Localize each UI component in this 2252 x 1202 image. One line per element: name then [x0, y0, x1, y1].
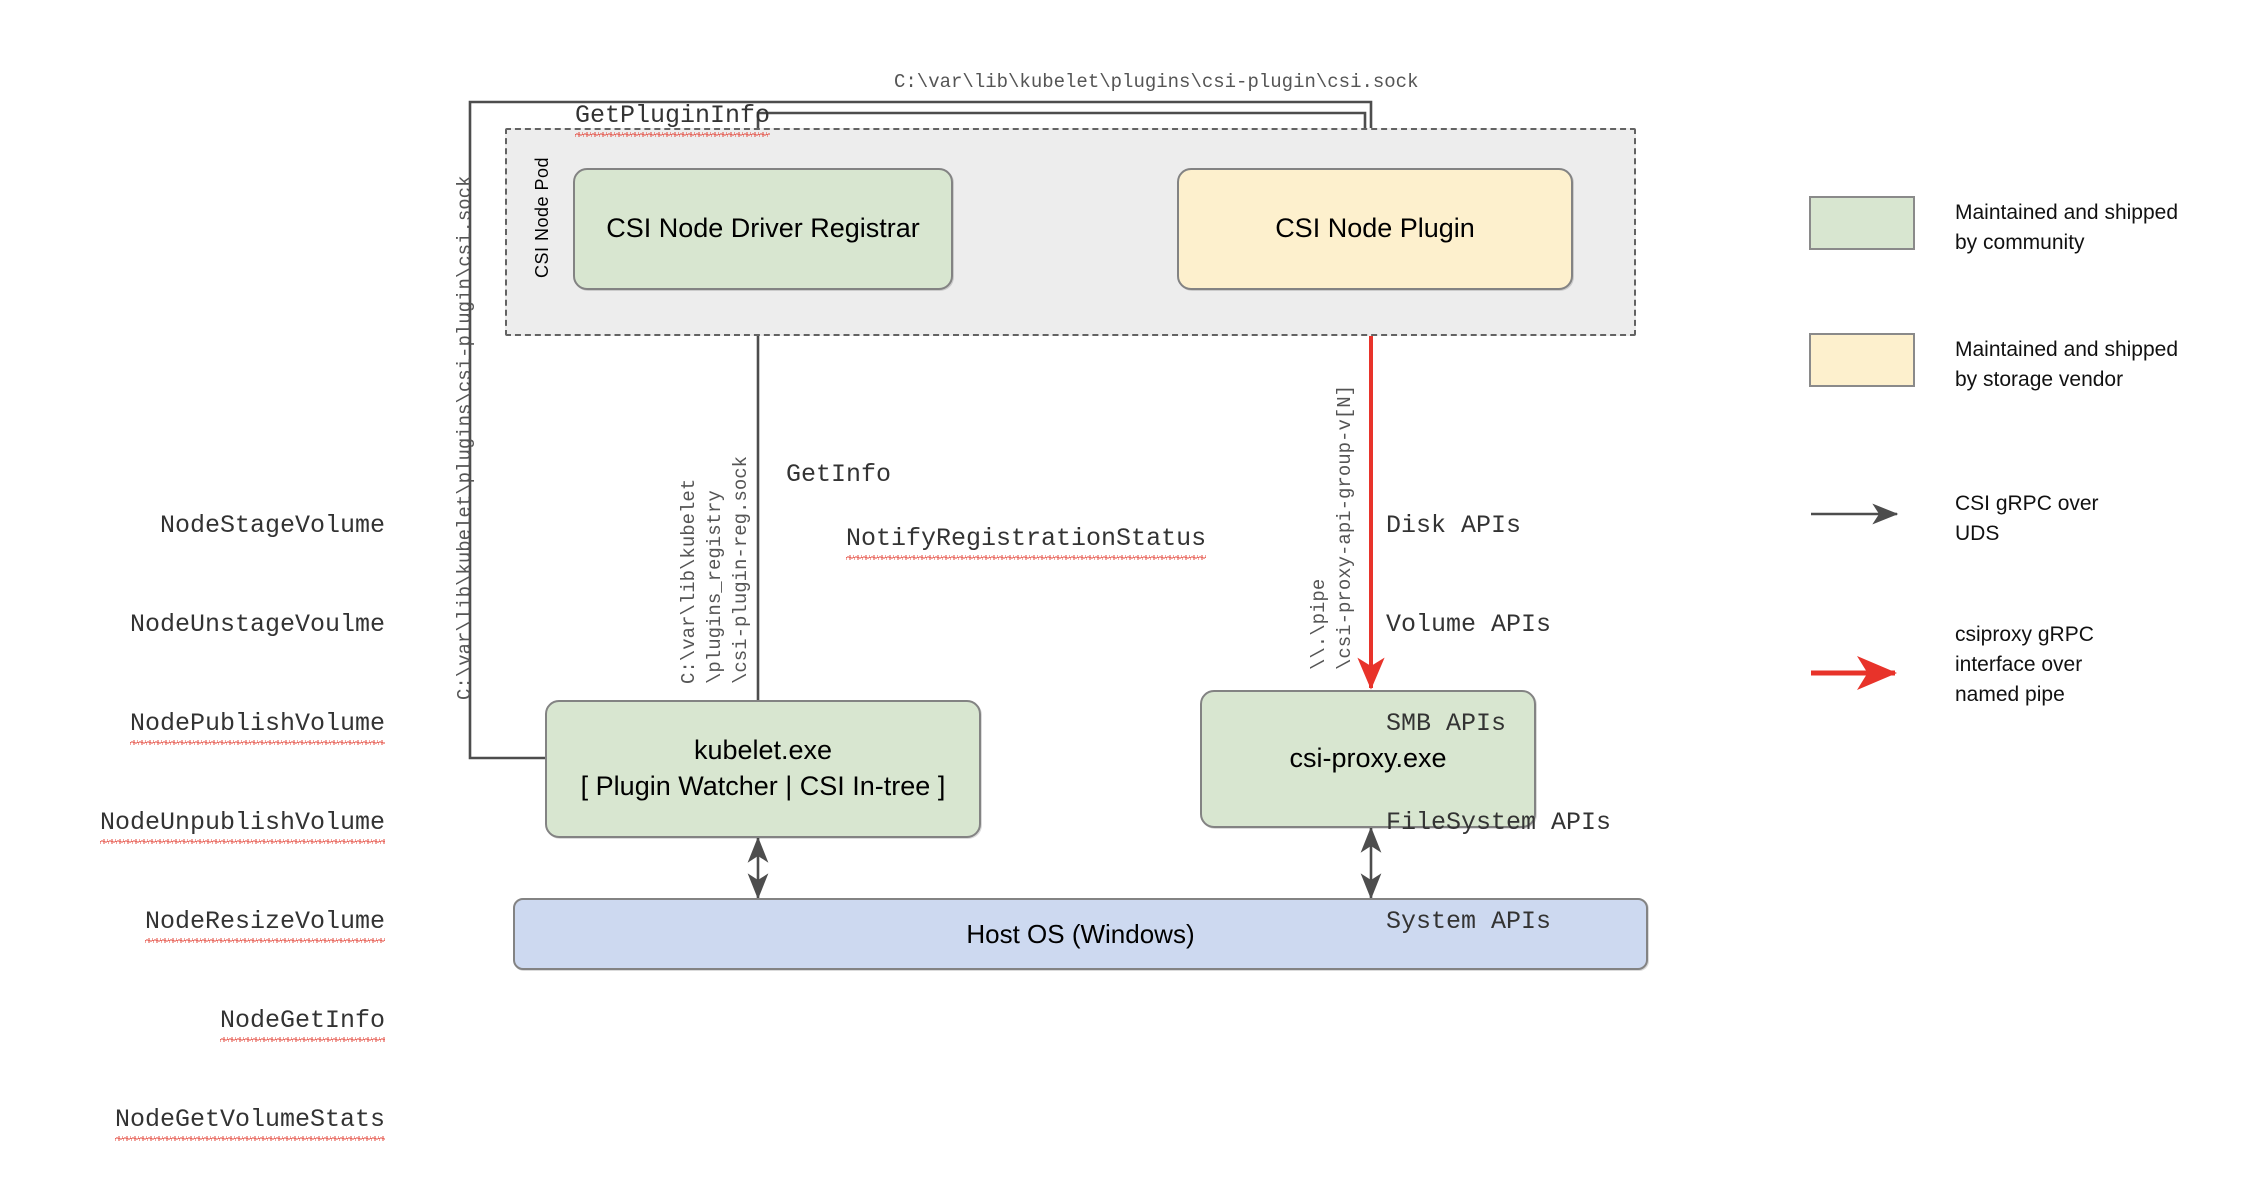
box-kubelet-exe-line2: [ Plugin Watcher | CSI In-tree ] [580, 771, 946, 801]
box-csi-node-driver-registrar[interactable]: CSI Node Driver Registrar [573, 168, 953, 290]
legend-label-csi-grpc: CSI gRPC over UDS [1955, 492, 2099, 545]
node-api-item: NodeUnpublishVolume [99, 808, 386, 844]
node-api-item: NodeGetVolumeStats [114, 1105, 386, 1141]
label-getinfo: GetInfo [786, 460, 892, 489]
legend-swatch-vendor [1809, 333, 1915, 387]
diagram-canvas: CSI Node Pod CSI Node Driver Registrar C… [99, 71, 2178, 1141]
box-host-os[interactable]: Host OS (Windows) [513, 898, 1648, 970]
label-csi-sock-path-top: C:\var\lib\kubelet\plugins\csi-plugin\cs… [894, 71, 1419, 93]
proxy-api-item: FileSystem APIs [1386, 808, 1612, 837]
node-api-item: NodeResizeVolume [144, 907, 386, 943]
box-csi-node-plugin-label: CSI Node Plugin [1275, 213, 1475, 244]
proxy-api-item: System APIs [1386, 907, 1552, 936]
node-api-item: NodeGetInfo [219, 1006, 386, 1042]
legend: Maintained and shipped by community Main… [1809, 196, 2178, 709]
node-api-item: NodeUnstageVoulme [129, 610, 385, 639]
proxy-api-item: Disk APIs [1386, 511, 1522, 540]
legend-swatch-community [1809, 196, 1915, 250]
legend-arrow-red-cell [1809, 646, 1915, 700]
box-csi-proxy-exe-label: csi-proxy.exe [1289, 743, 1447, 774]
proxy-api-item: SMB APIs [1386, 709, 1507, 738]
legend-label-csiproxy-grpc: csiproxy gRPC interface over named pipe [1955, 623, 2094, 706]
proxy-api-list: Disk APIs Volume APIs SMB APIs FileSyste… [1386, 443, 1611, 1004]
label-getplugininfo: GetPluginInfo [575, 101, 771, 137]
arrow-gray-icon [1811, 503, 1899, 525]
box-csi-node-plugin[interactable]: CSI Node Plugin [1177, 168, 1573, 290]
legend-row-community: Maintained and shipped by community [1809, 196, 2178, 258]
box-kubelet-exe-line1: kubelet.exe [693, 735, 833, 766]
node-api-item: NodeStageVolume [159, 511, 385, 540]
box-host-os-label: Host OS (Windows) [966, 918, 1195, 949]
legend-arrow-gray-cell [1809, 487, 1915, 541]
box-csi-node-driver-registrar-label: CSI Node Driver Registrar [606, 213, 920, 244]
legend-label-community: Maintained and shipped by community [1955, 201, 2179, 254]
proxy-api-item: Volume APIs [1386, 610, 1552, 639]
arrow-red-icon [1811, 655, 1898, 690]
label-notifyregistrationstatus: NotifyRegistrationStatus [846, 524, 1207, 560]
legend-row-csi-grpc: CSI gRPC over UDS [1809, 487, 2099, 549]
box-kubelet-exe[interactable]: kubelet.exe [ Plugin Watcher | CSI In-tr… [545, 700, 981, 838]
node-api-item: NodePublishVolume [129, 709, 386, 745]
legend-row-vendor: Maintained and shipped by storage vendor [1809, 333, 2178, 395]
legend-row-csiproxy-grpc: csiproxy gRPC interface over named pipe [1809, 618, 2094, 709]
legend-label-vendor: Maintained and shipped by storage vendor [1955, 338, 2179, 391]
box-csi-proxy-exe[interactable]: csi-proxy.exe [1200, 690, 1536, 828]
